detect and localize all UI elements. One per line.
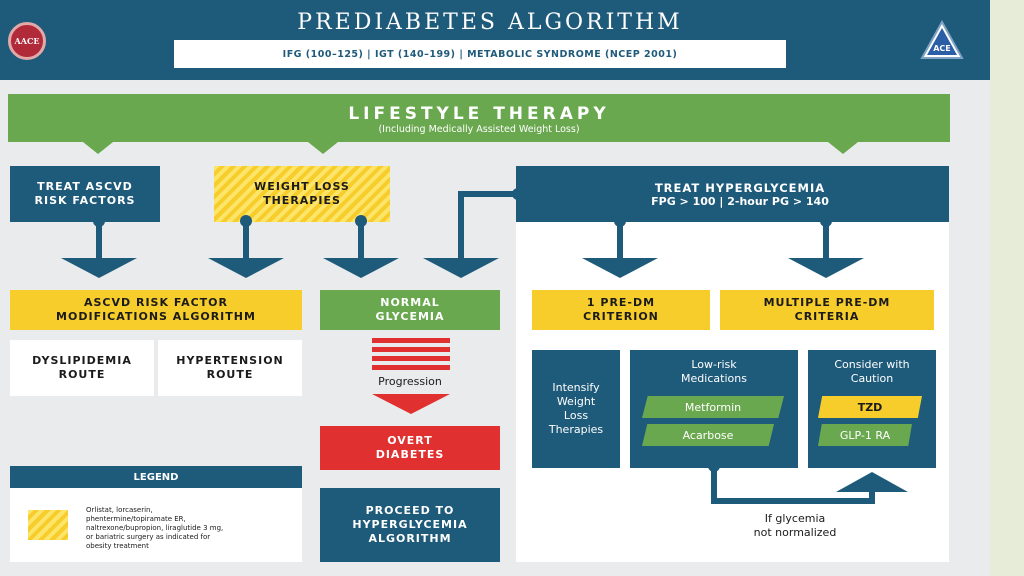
if-glycemia-line2: not normalized xyxy=(753,526,837,539)
treat-hyper-shape xyxy=(516,166,949,222)
ascvd-algorithm-line2: MODIFICATIONS ALGORITHM xyxy=(56,310,256,323)
low-risk-header: Low-risk Medications xyxy=(630,356,798,388)
legend-line4: or bariatric surgery as indicated for xyxy=(86,532,211,541)
arrow-down-icon xyxy=(61,258,137,278)
treat-hyper-criteria: FPG > 100 | 2-hour PG > 140 xyxy=(651,194,829,208)
connector-stem xyxy=(617,222,623,260)
subtitle-bar: IFG (100–125) | IGT (140–199) | METABOLI… xyxy=(174,40,786,68)
treat-hyperglycemia-box: TREAT HYPERGLYCEMIA FPG > 100 | 2-hour P… xyxy=(540,168,940,220)
progression-stripes xyxy=(372,338,450,370)
proceed-box: PROCEED TO HYPERGLYCEMIA ALGORITHM xyxy=(320,488,500,562)
overt-diabetes-line2: DIABETES xyxy=(375,448,445,461)
progression-label: Progression xyxy=(378,374,442,388)
connector-stem xyxy=(96,222,102,260)
connector-stem xyxy=(458,191,464,259)
arrow-down-icon xyxy=(788,258,864,278)
arrow-down-icon xyxy=(423,258,499,278)
connector-stem xyxy=(823,222,829,260)
legend-swatch xyxy=(28,510,68,540)
one-criterion-line2: CRITERION xyxy=(583,310,659,323)
connector-stem xyxy=(458,191,516,197)
intensify-line4: Therapies xyxy=(548,423,604,436)
low-risk-line1: Low-risk xyxy=(691,358,737,371)
lifestyle-banner-shape xyxy=(8,94,950,154)
intensify-box: Intensify Weight Loss Therapies xyxy=(532,350,620,468)
legend-line2: phentermine/topiramate ER, xyxy=(86,514,186,523)
connector-stem xyxy=(711,498,875,504)
low-risk-line2: Medications xyxy=(681,372,747,385)
lifestyle-therapy: LIFESTYLE THERAPY (Including Medically A… xyxy=(8,100,950,138)
proceed-line1: PROCEED TO xyxy=(365,504,455,517)
glp1-chip: GLP-1 RA xyxy=(818,424,912,446)
treat-ascvd-line1: TREAT ASCVD xyxy=(37,180,133,193)
aace-logo-text: AACE xyxy=(14,36,40,46)
caution-header: Consider with Caution xyxy=(808,356,936,388)
aace-logo: AACE xyxy=(8,22,46,60)
legend-line3: naltrexone/bupropion, liraglutide 3 mg, xyxy=(86,523,224,532)
page-title: PREDIABETES ALGORITHM xyxy=(297,9,683,35)
connector-stem xyxy=(711,466,717,504)
proceed-line2: HYPERGLYCEMIA xyxy=(352,518,468,531)
hypertension-line1: HYPERTENSION xyxy=(176,354,284,367)
weight-loss-line1: WEIGHT LOSS xyxy=(254,180,350,193)
normal-glycemia-box: NORMAL GLYCEMIA xyxy=(320,290,500,330)
one-criterion-line1: 1 PRE-DM xyxy=(586,296,656,309)
hypertension-route-box: HYPERTENSION ROUTE xyxy=(158,340,302,396)
treat-ascvd-line2: RISK FACTORS xyxy=(34,194,136,207)
dyslipidemia-route-box: DYSLIPIDEMIA ROUTE xyxy=(10,340,154,396)
lifestyle-subtitle: (Including Medically Assisted Weight Los… xyxy=(378,123,580,135)
metformin-chip: Metformin xyxy=(642,396,784,418)
arrow-down-icon xyxy=(208,258,284,278)
progression-arrow-icon xyxy=(372,394,450,414)
connector-stem xyxy=(358,222,364,260)
connector-knob xyxy=(512,188,524,200)
treat-ascvd-box: TREAT ASCVD RISK FACTORS xyxy=(10,166,160,222)
legend-line1: Orlistat, lorcaserin, xyxy=(86,505,153,514)
multiple-criteria-line1: MULTIPLE PRE-DM xyxy=(763,296,891,309)
overt-diabetes-box: OVERT DIABETES xyxy=(320,426,500,470)
if-glycemia-line1: If glycemia xyxy=(764,512,826,525)
intensify-line1: Intensify xyxy=(552,381,600,394)
legend-title: LEGEND xyxy=(10,466,302,488)
connector-stem xyxy=(869,488,875,504)
weight-loss-line2: THERAPIES xyxy=(263,194,341,207)
if-glycemia-label: If glycemia not normalized xyxy=(730,510,860,542)
legend-text: Orlistat, lorcaserin, phentermine/topira… xyxy=(86,500,296,556)
normal-glycemia-line1: NORMAL xyxy=(380,296,440,309)
arrow-up-icon xyxy=(836,472,908,492)
tzd-chip: TZD xyxy=(818,396,922,418)
dyslipidemia-line2: ROUTE xyxy=(58,368,106,381)
weight-loss-box: WEIGHT LOSS THERAPIES xyxy=(214,166,390,222)
ascvd-algorithm-line1: ASCVD RISK FACTOR xyxy=(84,296,228,309)
side-strip xyxy=(990,0,1024,576)
arrow-down-icon xyxy=(323,258,399,278)
hypertension-line2: ROUTE xyxy=(206,368,254,381)
dyslipidemia-line1: DYSLIPIDEMIA xyxy=(32,354,132,367)
normal-glycemia-line2: GLYCEMIA xyxy=(375,310,445,323)
multiple-criteria-box: MULTIPLE PRE-DM CRITERIA xyxy=(720,290,934,330)
caution-line1: Consider with xyxy=(834,358,910,371)
intensify-line3: Loss xyxy=(563,409,589,422)
connector-stem xyxy=(243,222,249,260)
legend-line5: obesity treatment xyxy=(86,541,149,550)
multiple-criteria-line2: CRITERIA xyxy=(794,310,860,323)
overt-diabetes-line1: OVERT xyxy=(387,434,433,447)
intensify-line2: Weight xyxy=(556,395,596,408)
arrow-down-icon xyxy=(582,258,658,278)
ace-logo: ACE xyxy=(920,20,964,59)
lifestyle-title: LIFESTYLE THERAPY xyxy=(348,103,610,124)
proceed-line3: ALGORITHM xyxy=(368,532,452,545)
ace-logo-text: ACE xyxy=(933,44,951,53)
acarbose-chip: Acarbose xyxy=(642,424,774,446)
one-criterion-box: 1 PRE-DM CRITERION xyxy=(532,290,710,330)
caution-line2: Caution xyxy=(850,372,894,385)
treat-hyper-title: TREAT HYPERGLYCEMIA xyxy=(654,180,826,195)
ascvd-algorithm-box: ASCVD RISK FACTOR MODIFICATIONS ALGORITH… xyxy=(10,290,302,330)
